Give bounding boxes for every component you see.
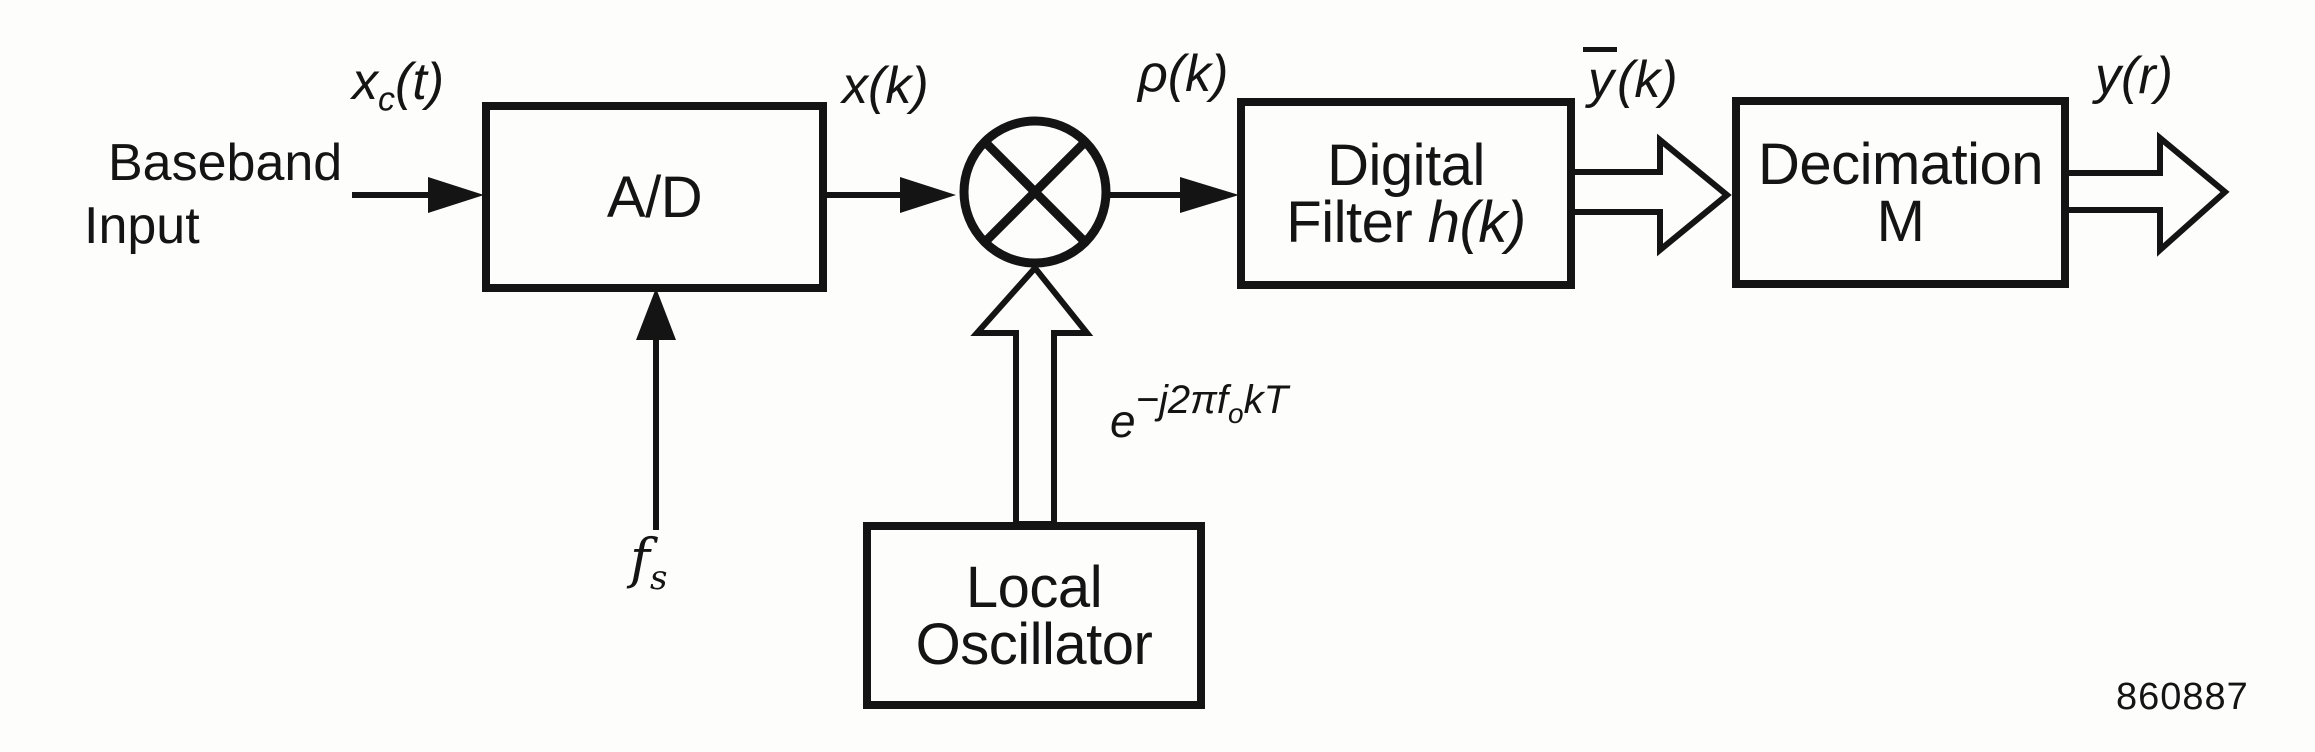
block-ad-label: A/D [606,164,703,230]
signal-label-ybark: y(k) [1583,47,1678,109]
multiplier-x-diagonal-2 [981,138,1089,246]
block-digital-filter-label-word: Filter [1286,189,1428,255]
input-label-line1: Baseband [108,134,343,192]
block-decimation: Decimation M [1732,97,2069,288]
signal-label-xct-sub: c [378,80,395,119]
lo-exponential-sup-f: f [1216,378,1229,422]
filter-to-decimation-block-arrow [1569,133,1732,257]
block-decimation-label-line2: M [1876,188,1925,254]
input-label-line2: Input [84,197,200,255]
lo-exponential-sup1: −j2π [1135,378,1217,422]
lo-exponential-label: e−j2πfokT [1110,380,1288,444]
ad-to-multiplier-arrowhead-icon [900,177,956,213]
signal-label-fs-base: f [630,527,650,590]
fs-arrowhead-icon [636,288,676,340]
input-arrowhead-icon [428,177,484,213]
signal-label-rhok: ρ(k) [1138,45,1229,103]
lo-exponential-base: e [1110,395,1136,447]
lo-exponential-sup2: kT [1243,378,1289,422]
signal-label-ybark-rest: (k) [1617,51,1678,109]
signal-label-ybark-ybar: y [1583,47,1617,106]
block-local-oscillator: Local Oscillator [863,522,1205,709]
signal-label-yr: y(r) [2095,47,2173,105]
signal-label-xk: x(k) [842,57,929,115]
signal-label-fs: fs [630,532,667,595]
signal-label-xct: xc(t) [352,53,445,116]
figure-number: 860887 [2116,676,2249,718]
block-digital-filter-label-hk: h(k) [1427,189,1526,255]
lo-exponential-superscript: −j2πfokT [1135,378,1289,428]
block-digital-filter-label-line1: Digital [1327,132,1485,198]
signal-label-xct-rest: (t) [395,53,445,111]
lo-to-multiplier-block-arrow [970,263,1094,527]
block-local-oscillator-label-line1: Local [965,554,1103,620]
multiplier-icon [959,116,1111,268]
block-digital-filter-label-line2: Filter h(k) [1286,193,1526,251]
lo-exponential-sub-o: o [1228,398,1244,429]
block-ad: A/D [482,102,827,292]
output-block-arrow [2063,131,2230,257]
block-local-oscillator-label-line2: Oscillator [915,611,1153,677]
multiplier-to-filter-arrowhead-icon [1180,177,1239,213]
signal-label-xct-base: x [352,53,378,111]
signal-label-fs-sub: s [650,557,668,598]
block-decimation-label-line1: Decimation [1757,131,2044,197]
block-digital-filter: Digital Filter h(k) [1237,98,1575,289]
